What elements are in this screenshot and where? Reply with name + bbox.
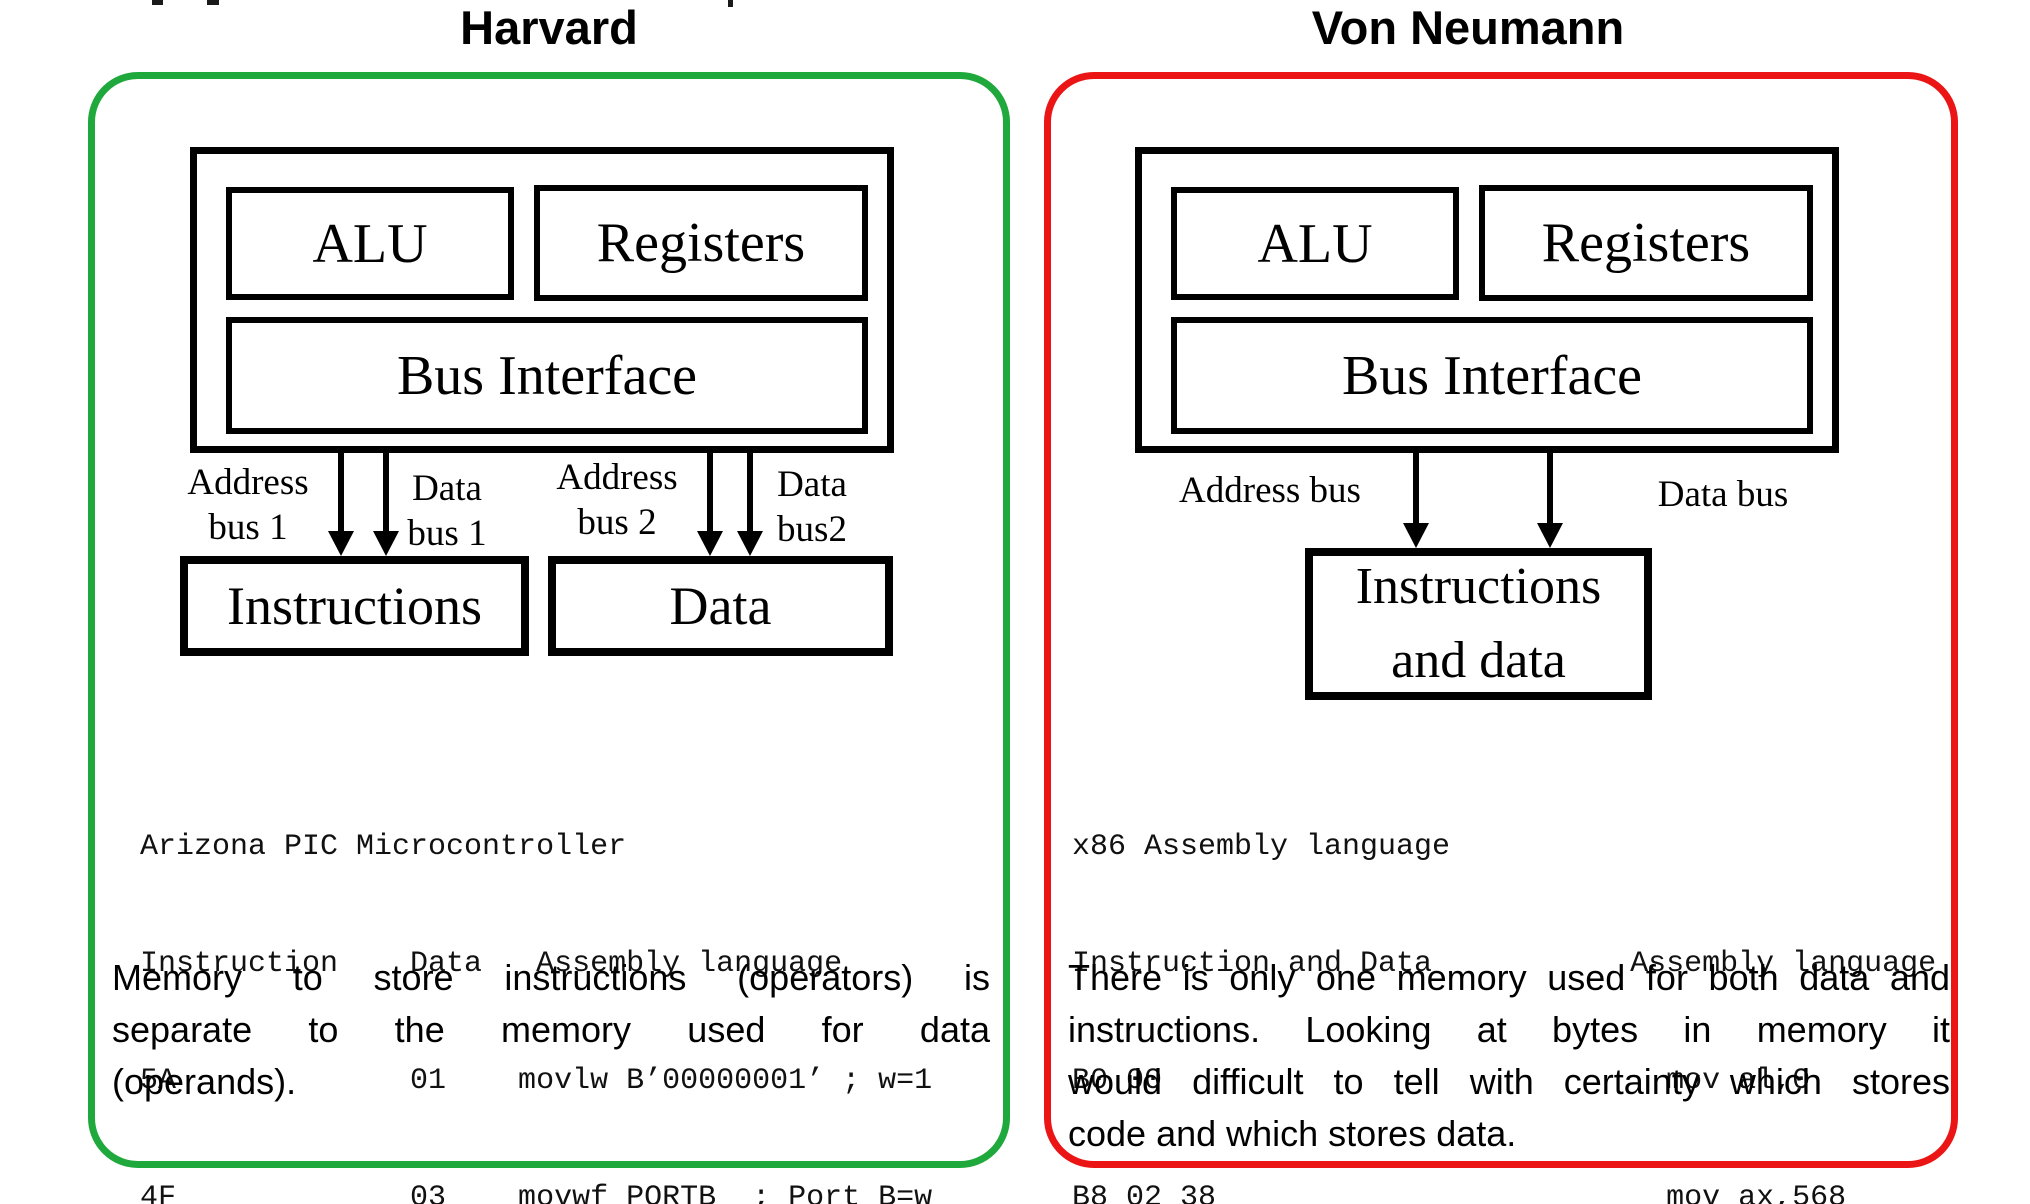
instructions-memory-label: Instructions xyxy=(227,576,482,636)
instructions-and-data-label: Instructions and data xyxy=(1356,550,1602,698)
cropped-text-fragment xyxy=(152,0,163,5)
code-line: 5A 01 movlw B’00000001’ ; w=1 xyxy=(140,1064,933,1098)
data-memory-label: Data xyxy=(669,576,772,636)
address-bus-label: Address bus xyxy=(1140,468,1400,513)
von-neumann-description: There is only one memory used for both d… xyxy=(1068,952,1950,1160)
address-bus-arrowhead xyxy=(1403,523,1429,548)
code-line: x86 Assembly language xyxy=(1072,830,1451,864)
bus-label-line: bus 1 xyxy=(407,513,487,554)
von-neumann-registers-box: Registers xyxy=(1479,185,1813,301)
bus-label-line: bus 1 xyxy=(208,507,288,548)
code-line: B0 00 mov al,0 xyxy=(1072,1064,1811,1098)
harvard-panel xyxy=(88,72,1010,1168)
description-line: (operands). xyxy=(112,1061,297,1102)
code-line: Arizona PIC Microcontroller xyxy=(140,830,627,864)
description-line: instructions. Looking at bytes in memory… xyxy=(1068,1009,1950,1050)
data-bus-1-arrow xyxy=(383,453,389,532)
bus-label-line: Address xyxy=(556,457,678,498)
von-neumann-bus-interface-box: Bus Interface xyxy=(1171,317,1813,434)
alu-label: ALU xyxy=(1257,212,1373,275)
code-line: Instruction Data Assembly language xyxy=(140,947,843,981)
cropped-text-fragment xyxy=(207,0,219,5)
address-bus-arrow xyxy=(1413,453,1419,524)
bus-label-line: Address xyxy=(187,462,309,503)
bus-interface-label: Bus Interface xyxy=(1341,344,1643,407)
description-line: Memory to store instructions (operators)… xyxy=(112,957,990,998)
harvard-code-listing: Arizona PIC Microcontroller Instruction … xyxy=(140,750,932,1204)
data-bus-arrowhead xyxy=(1537,523,1563,548)
cropped-text-fragment xyxy=(728,0,733,7)
address-bus-2-arrowhead xyxy=(697,531,723,556)
memory-label-line: and data xyxy=(1391,632,1566,689)
alu-label: ALU xyxy=(312,212,428,275)
description-line: would difficult to tell with certainty w… xyxy=(1068,1061,1950,1102)
harvard-registers-box: Registers xyxy=(534,185,868,301)
data-bus-2-arrowhead xyxy=(737,531,763,556)
instructions-memory-box: Instructions xyxy=(180,556,529,656)
address-bus-2-arrow xyxy=(707,453,713,532)
data-memory-box: Data xyxy=(548,556,893,656)
bus-label-line: Data xyxy=(412,468,482,509)
von-neumann-panel xyxy=(1044,72,1958,1168)
bus-label-line: Data xyxy=(777,464,847,505)
instructions-and-data-memory-box: Instructions and data xyxy=(1305,548,1652,700)
data-bus-1-label: Data bus 1 xyxy=(352,466,542,556)
bus-interface-label: Bus Interface xyxy=(396,344,698,407)
memory-label-line: Instructions xyxy=(1355,558,1602,615)
registers-label: Registers xyxy=(596,212,806,274)
address-bus-2-label: Address bus 2 xyxy=(517,455,717,545)
data-bus-2-arrow xyxy=(747,453,753,532)
description-line: separate to the memory used for data xyxy=(112,1009,990,1050)
von-neumann-title: Von Neumann xyxy=(1311,1,1625,54)
harvard-alu-box: ALU xyxy=(226,187,514,300)
data-bus-1-arrowhead xyxy=(373,531,399,556)
address-bus-1-arrow xyxy=(338,453,344,532)
von-neumann-alu-box: ALU xyxy=(1171,187,1459,300)
description-line: There is only one memory used for both d… xyxy=(1068,957,1950,998)
data-bus2-label: Data bus2 xyxy=(717,462,907,552)
bus-label-line: Address bus xyxy=(1179,470,1361,511)
address-bus-1-label: Address bus 1 xyxy=(148,460,348,550)
data-bus-arrow xyxy=(1547,453,1553,524)
harvard-title: Harvard xyxy=(460,1,638,54)
code-line: Instruction and Data Assembly language xyxy=(1072,947,1937,981)
bus-label-line: bus 2 xyxy=(577,502,657,543)
harvard-bus-interface-box: Bus Interface xyxy=(226,317,868,434)
registers-label: Registers xyxy=(1541,212,1751,274)
code-line: B8 02 38 mov ax,568 xyxy=(1072,1181,1847,1204)
bus-label-line: bus2 xyxy=(777,509,847,550)
address-bus-1-arrowhead xyxy=(328,531,354,556)
data-bus-label: Data bus xyxy=(1610,472,1836,517)
harvard-description: Memory to store instructions (operators)… xyxy=(112,952,990,1108)
bus-label-line: Data bus xyxy=(1657,474,1789,515)
code-line: 4F 03 movwf PORTB ; Port B=w xyxy=(140,1181,933,1204)
von-neumann-cpu-box xyxy=(1135,147,1839,453)
description-line: code and which stores data. xyxy=(1068,1113,1517,1154)
harvard-cpu-box xyxy=(190,147,894,453)
von-neumann-code-listing: x86 Assembly language Instruction and Da… xyxy=(1072,750,1936,1204)
